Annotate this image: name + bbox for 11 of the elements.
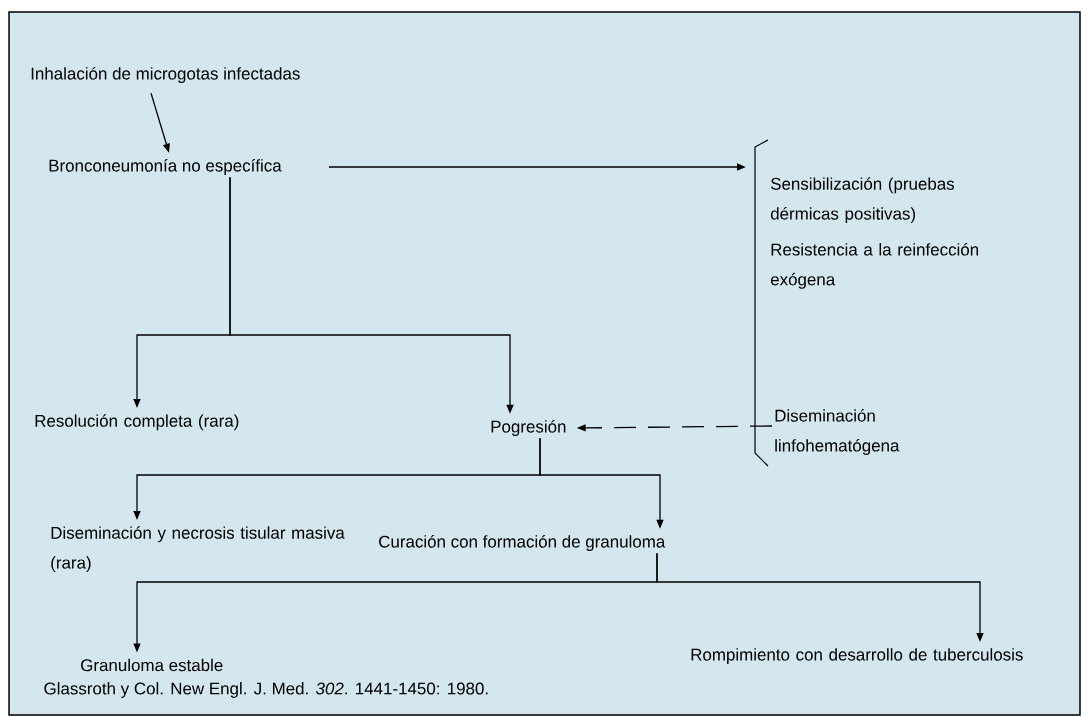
node-text: Diseminación y necrosis tisular masiva (rara) — [51, 526, 345, 573]
node-text: Sensibilización (pruebas dérmicas positivas) Resistencia a la reinfección exógena — [770, 177, 979, 289]
node-text: Pogresión — [491, 420, 566, 436]
node-text: Curación con formación de granuloma — [379, 535, 666, 551]
node-text: Granuloma estable — [81, 658, 223, 672]
node-text: Bronconeumonía no específica — [49, 159, 282, 175]
node-text: Inhalación de microgotas infectadas — [31, 67, 300, 83]
node-text: Rompimiento con desarrollo de tuberculosis — [691, 648, 1023, 664]
caption: Glassroth y Col. New Engl. J. Med. 302. 1441-1450: 1980. — [44, 682, 488, 698]
node-text: Resolución completa (rara) — [35, 414, 239, 431]
node-text: Diseminación linfohematógena — [775, 409, 900, 455]
